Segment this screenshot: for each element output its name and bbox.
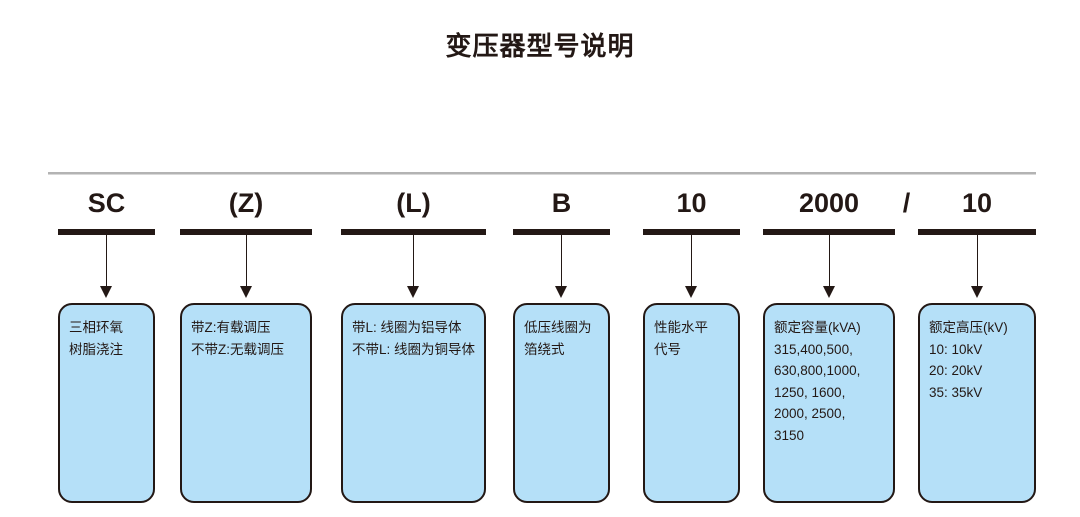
- segment-arrow-4: [555, 235, 567, 298]
- segment-code-3: (L): [396, 188, 431, 218]
- description-line: 不带Z:无载调压: [191, 341, 284, 357]
- segment-underline-5: [643, 229, 740, 235]
- segment-code-6: 2000: [798, 188, 860, 218]
- segment-description-box-4: 低压线圈为 箔绕式: [513, 303, 610, 503]
- description-line: 树脂浇注: [69, 341, 123, 357]
- segment-description-box-1: 三相环氧 树脂浇注: [58, 303, 155, 503]
- segment-description-box-2: 带Z:有载调压 不带Z:无载调压: [180, 303, 312, 503]
- description-line: 箔绕式: [524, 341, 565, 357]
- description-line: 1250, 1600,: [774, 384, 846, 400]
- segment-arrow-2: [239, 235, 252, 298]
- description-line: 带Z:有载调压: [191, 320, 271, 335]
- segment-code-7: 10: [961, 188, 993, 218]
- description-line: 性能水平: [654, 320, 708, 335]
- segment-description-box-3: 带L: 线圈为铝导体 不带L: 线圈为铜导体: [341, 303, 486, 503]
- description-line: 630,800,1000,: [774, 363, 861, 378]
- segment-code-2: (Z): [228, 188, 264, 218]
- description-line: 3150: [774, 427, 805, 443]
- page-title: 变压器型号说明: [445, 31, 635, 61]
- description-line: 带L: 线圈为铝导体: [352, 320, 462, 335]
- description-line: 35: 35kV: [929, 384, 983, 400]
- segment-underline-7: [918, 229, 1036, 235]
- segment-underline-2: [180, 229, 312, 235]
- segment-code-5: 10: [676, 188, 707, 218]
- description-line: 不带L: 线圈为铜导体: [352, 341, 476, 357]
- segment-arrow-5: [685, 235, 697, 298]
- model-separator-slash: /: [902, 188, 911, 218]
- segment-arrow-6: [822, 235, 835, 298]
- description-line: 额定高压(kV): [929, 320, 1008, 335]
- description-line: 低压线圈为: [524, 320, 592, 335]
- description-line: 额定容量(kVA): [774, 320, 861, 335]
- description-line: 代号: [654, 341, 681, 357]
- segment-underline-6: [763, 229, 895, 235]
- description-line: 315,400,500,: [774, 341, 853, 357]
- segment-description-box-5: 性能水平 代号: [643, 303, 740, 503]
- description-line: 2000, 2500,: [774, 406, 846, 421]
- segment-code-4: B: [551, 188, 572, 218]
- segment-description-box-7: 额定高压(kV) 10: 10kV 20: 20kV 35: 35kV: [918, 303, 1036, 503]
- description-line: 20: 20kV: [929, 363, 983, 378]
- segment-code-1: SC: [87, 188, 126, 218]
- segment-underline-4: [513, 229, 610, 235]
- segment-arrow-3: [407, 235, 419, 298]
- segment-description-box-6: 额定容量(kVA) 315,400,500, 630,800,1000, 125…: [763, 303, 895, 503]
- header-divider: [48, 172, 1036, 175]
- description-line: 三相环氧: [69, 320, 123, 335]
- segment-arrow-1: [100, 235, 112, 298]
- segment-underline-1: [58, 229, 155, 235]
- segment-underline-3: [341, 229, 486, 235]
- segment-arrow-7: [970, 235, 983, 298]
- description-line: 10: 10kV: [929, 341, 983, 357]
